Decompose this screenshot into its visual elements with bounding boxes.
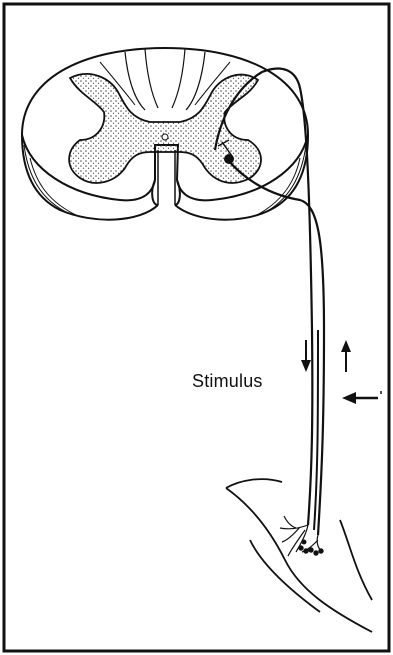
arrow-up-icon [341, 340, 351, 372]
stimulus-label: Stimulus [192, 371, 263, 392]
central-canal [162, 134, 168, 140]
arrow-down-icon [301, 340, 311, 372]
arrow-left-icon [342, 391, 381, 404]
muscle-bundle [226, 479, 372, 632]
